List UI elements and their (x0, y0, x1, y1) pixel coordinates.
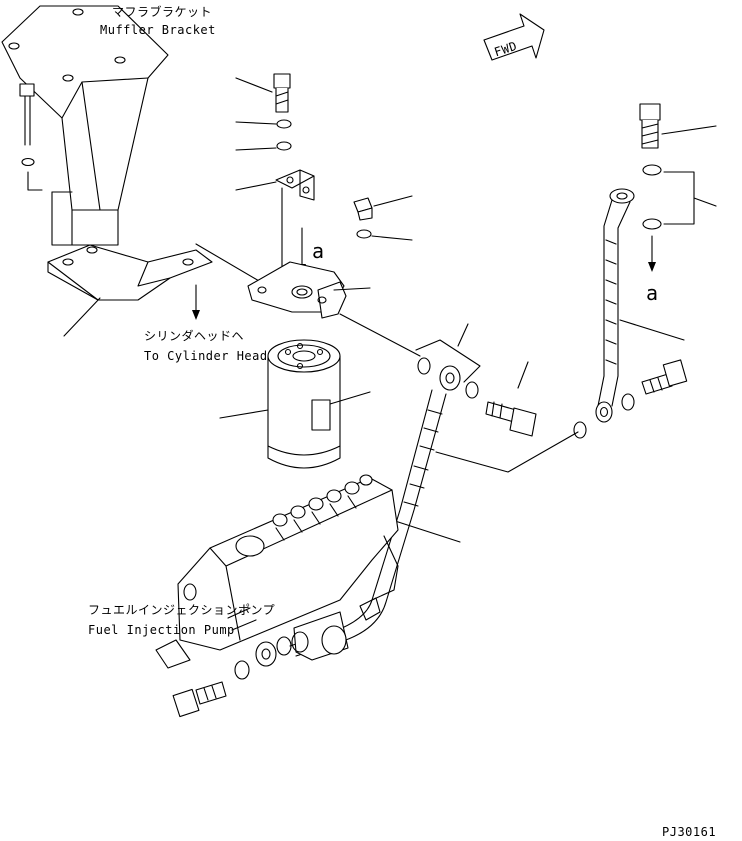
muffler-bracket-en-label: Muffler Bracket (100, 23, 216, 37)
washer-center (573, 421, 587, 439)
reference-a-right: a (646, 235, 658, 305)
fuel-injection-pump-en-label: Fuel Injection Pump (88, 623, 235, 637)
muffler-bracket-jp-label: マフラブラケット (112, 4, 212, 19)
fuel-hose-center (289, 323, 481, 657)
fuel-filter (219, 339, 371, 469)
filter-head-bolt (235, 73, 291, 113)
banjo-bolt-center (485, 361, 537, 437)
fwd-text: FWD (492, 39, 518, 59)
banjo-bolt-right (639, 103, 717, 230)
muffler-bracket (1, 5, 169, 246)
fwd-arrow-icon: FWD (483, 13, 545, 61)
filter-head-washers (235, 119, 292, 151)
filter-head (247, 261, 421, 357)
banjo-bolt-lower-left (172, 681, 227, 718)
muffler-bracket-lower (47, 243, 301, 337)
drawing-number: PJ30161 (662, 825, 716, 839)
cylinder-head-jp-label: シリンダヘッドヘ (144, 328, 244, 343)
filter-head-clamp (235, 169, 315, 271)
pump-outlet-fittings (234, 597, 381, 680)
connector-lines (391, 431, 579, 543)
fuel-injection-pump (155, 474, 399, 669)
fuel-injection-pump-jp-label: フュエルインジェクションポンプ (88, 603, 275, 617)
cylinder-head-en-label: To Cylinder Head (144, 349, 268, 363)
ref-a-left-text: a (312, 239, 324, 263)
arrow-to-cylinder-head (192, 284, 200, 320)
banjo-bolt-lower-right (641, 359, 688, 395)
filter-head-plug (353, 195, 413, 241)
ref-a-right-text: a (646, 281, 658, 305)
fuel-tube-right (595, 188, 685, 423)
bracket-bolt-left (19, 83, 43, 191)
